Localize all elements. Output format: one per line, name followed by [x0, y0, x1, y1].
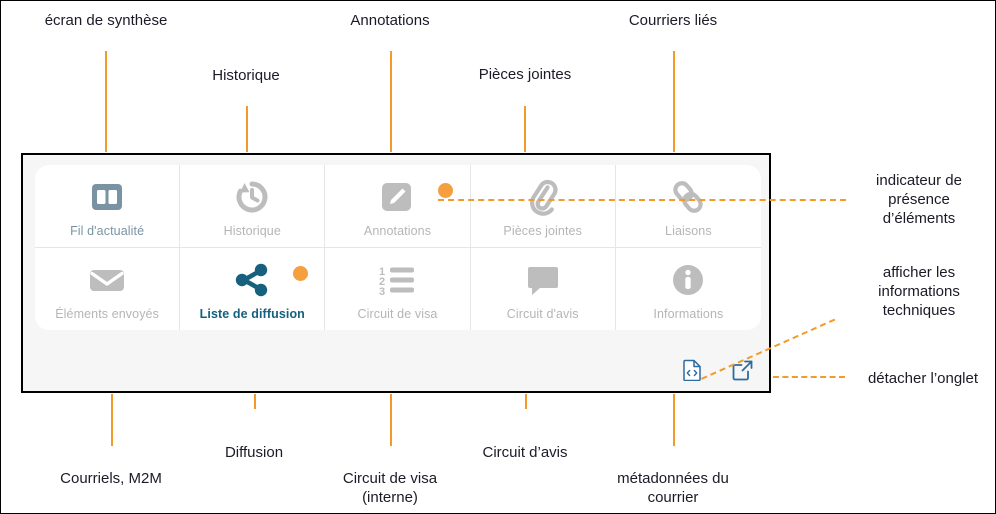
leader-line-circuit-davis: [525, 394, 527, 409]
tab-label: Éléments envoyés: [55, 306, 159, 321]
tab-label: Liste de diffusion: [199, 306, 305, 321]
tab-label: Informations: [653, 306, 724, 321]
tab-card: Fil d'actualité Historique: [35, 165, 761, 330]
tab-label: Liaisons: [665, 223, 712, 238]
callout-courriels-m2m: Courriels, M2M: [60, 470, 162, 487]
tab-annotations[interactable]: Annotations: [325, 165, 471, 248]
tab-label: Pièces jointes: [503, 223, 582, 238]
tab-label: Circuit de visa: [357, 306, 438, 321]
callout-detacher-onglet: détacher l’onglet: [867, 370, 979, 387]
share-nodes-icon: [231, 257, 273, 303]
callout-metadonnees: métadonnées du courrier: [617, 470, 729, 506]
presence-indicator-dot-annotations: [438, 183, 454, 198]
callout-ecran-de-synthese: écran de synthèse: [44, 12, 168, 29]
tab-elements-envoyes[interactable]: Éléments envoyés: [35, 247, 181, 330]
svg-text:3: 3: [379, 286, 385, 298]
envelope-icon: [85, 257, 129, 303]
link-chain-icon: [667, 174, 709, 220]
callout-courriers-lies: Courriers liés: [628, 12, 718, 29]
tab-fil-dactualite[interactable]: Fil d'actualité: [35, 165, 181, 248]
numbered-list-icon: 1 2 3: [373, 257, 421, 303]
info-circle-icon: [667, 257, 709, 303]
tab-circuit-de-visa[interactable]: 1 2 3 Circuit de visa: [325, 247, 471, 330]
tab-bar-panel: Fil d'actualité Historique: [21, 153, 771, 393]
callout-pieces-jointes: Pièces jointes: [478, 66, 572, 83]
leader-line-ecran-de-synthese: [105, 51, 107, 152]
file-code-icon[interactable]: [683, 359, 702, 382]
speech-bubble-icon: [522, 257, 564, 303]
history-clock-icon: [231, 174, 273, 220]
leader-line-pieces-jointes: [524, 106, 526, 152]
panel-action-bar: [683, 359, 753, 382]
leader-line-diffusion: [254, 394, 256, 409]
svg-text:1: 1: [379, 266, 385, 278]
presence-indicator-dot-diffusion: [293, 265, 309, 281]
tab-pieces-jointes[interactable]: Pièces jointes: [470, 165, 616, 248]
leader-line-metadonnees: [673, 394, 675, 446]
callout-diffusion: Diffusion: [224, 444, 284, 461]
tab-grid: Fil d'actualité Historique: [35, 165, 761, 330]
tab-informations[interactable]: Informations: [616, 248, 761, 331]
tab-label: Historique: [223, 223, 281, 238]
paperclip-icon: [522, 174, 564, 220]
pencil-square-icon: [377, 174, 417, 220]
leader-line-detacher-onglet: [773, 376, 845, 378]
leader-line-indicateur-presence: [438, 199, 846, 201]
svg-text:2: 2: [379, 276, 385, 288]
leader-line-courriels-m2m: [111, 394, 113, 446]
leader-line-annotations: [390, 51, 392, 152]
leader-line-historique: [246, 106, 248, 152]
leader-line-circuit-de-visa: [390, 394, 392, 446]
tab-liaisons[interactable]: Liaisons: [615, 165, 761, 248]
leader-line-courriers-lies: [673, 51, 675, 152]
callout-indicateur-presence: indicateur de présence d’éléments: [876, 172, 962, 227]
callout-annotations: Annotations: [350, 12, 430, 29]
callout-infos-techniques: afficher les informations techniques: [878, 264, 960, 319]
tab-label: Circuit d'avis: [506, 306, 579, 321]
tab-label: Fil d'actualité: [70, 223, 145, 238]
callout-historique: Historique: [212, 67, 280, 84]
callout-circuit-davis: Circuit d’avis: [482, 444, 568, 461]
callout-circuit-de-visa: Circuit de visa (interne): [342, 470, 438, 506]
dashboard-columns-icon: [87, 174, 127, 220]
tab-circuit-davis[interactable]: Circuit d'avis: [471, 247, 616, 330]
external-link-icon[interactable]: [732, 360, 753, 381]
tab-liste-de-diffusion[interactable]: Liste de diffusion: [180, 247, 326, 330]
tab-historique[interactable]: Historique: [180, 165, 326, 248]
tab-label: Annotations: [363, 223, 432, 238]
